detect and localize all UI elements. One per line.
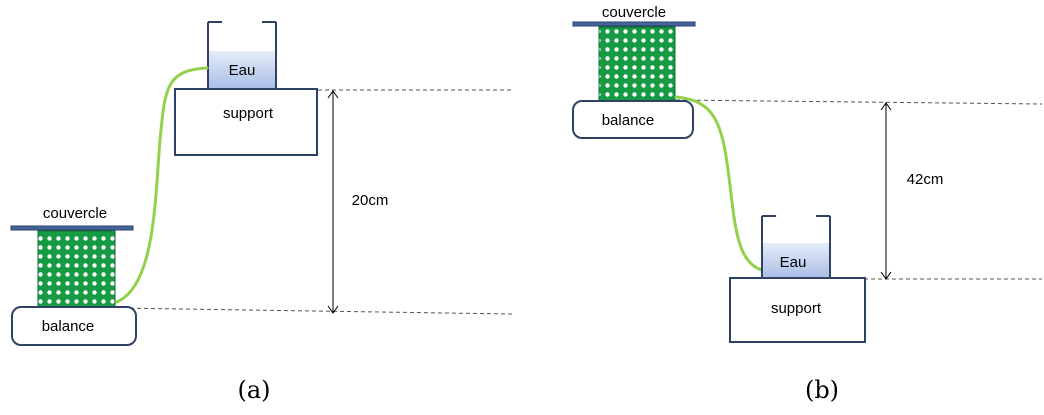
- balance-label-a: balance: [42, 318, 95, 335]
- water-container-a: [207, 21, 277, 90]
- lid-a: [10, 225, 134, 231]
- support-box-b: [729, 277, 866, 343]
- water-container-b: [761, 215, 831, 279]
- reference-line-bottom-a: [115, 307, 513, 315]
- support-box-a: [174, 88, 318, 156]
- height-dimension-b: [880, 102, 892, 280]
- hose-a: [115, 66, 209, 304]
- lid-label-a: couvercle: [43, 205, 107, 222]
- lid-label-b: couvercle: [602, 4, 666, 21]
- reference-line-top-b: [675, 99, 1043, 105]
- lid-b: [572, 21, 696, 27]
- water-fill-a: [208, 51, 276, 89]
- balance-box-b: [572, 100, 694, 139]
- support-label-a: support: [223, 105, 274, 122]
- panel-b: 42cm couvercle balance support Eau (b): [572, 4, 1043, 404]
- hose-b: [674, 95, 764, 272]
- balance-box-a: [11, 306, 137, 346]
- caption-a: (a): [237, 376, 270, 404]
- sponge-b: [598, 26, 676, 103]
- height-label-a: 20cm: [352, 192, 389, 209]
- sponge-a: [37, 230, 116, 308]
- water-label-b: Eau: [780, 254, 807, 271]
- caption-b: (b): [805, 376, 839, 404]
- height-label-b: 42cm: [907, 171, 944, 188]
- support-label-b: support: [771, 300, 822, 317]
- balance-label-b: balance: [602, 112, 655, 129]
- water-label-a: Eau: [229, 62, 256, 79]
- water-fill-b: [762, 243, 830, 278]
- height-dimension-a: [327, 90, 339, 314]
- panel-a: 20cm support Eau couvercle balance (a): [10, 21, 513, 404]
